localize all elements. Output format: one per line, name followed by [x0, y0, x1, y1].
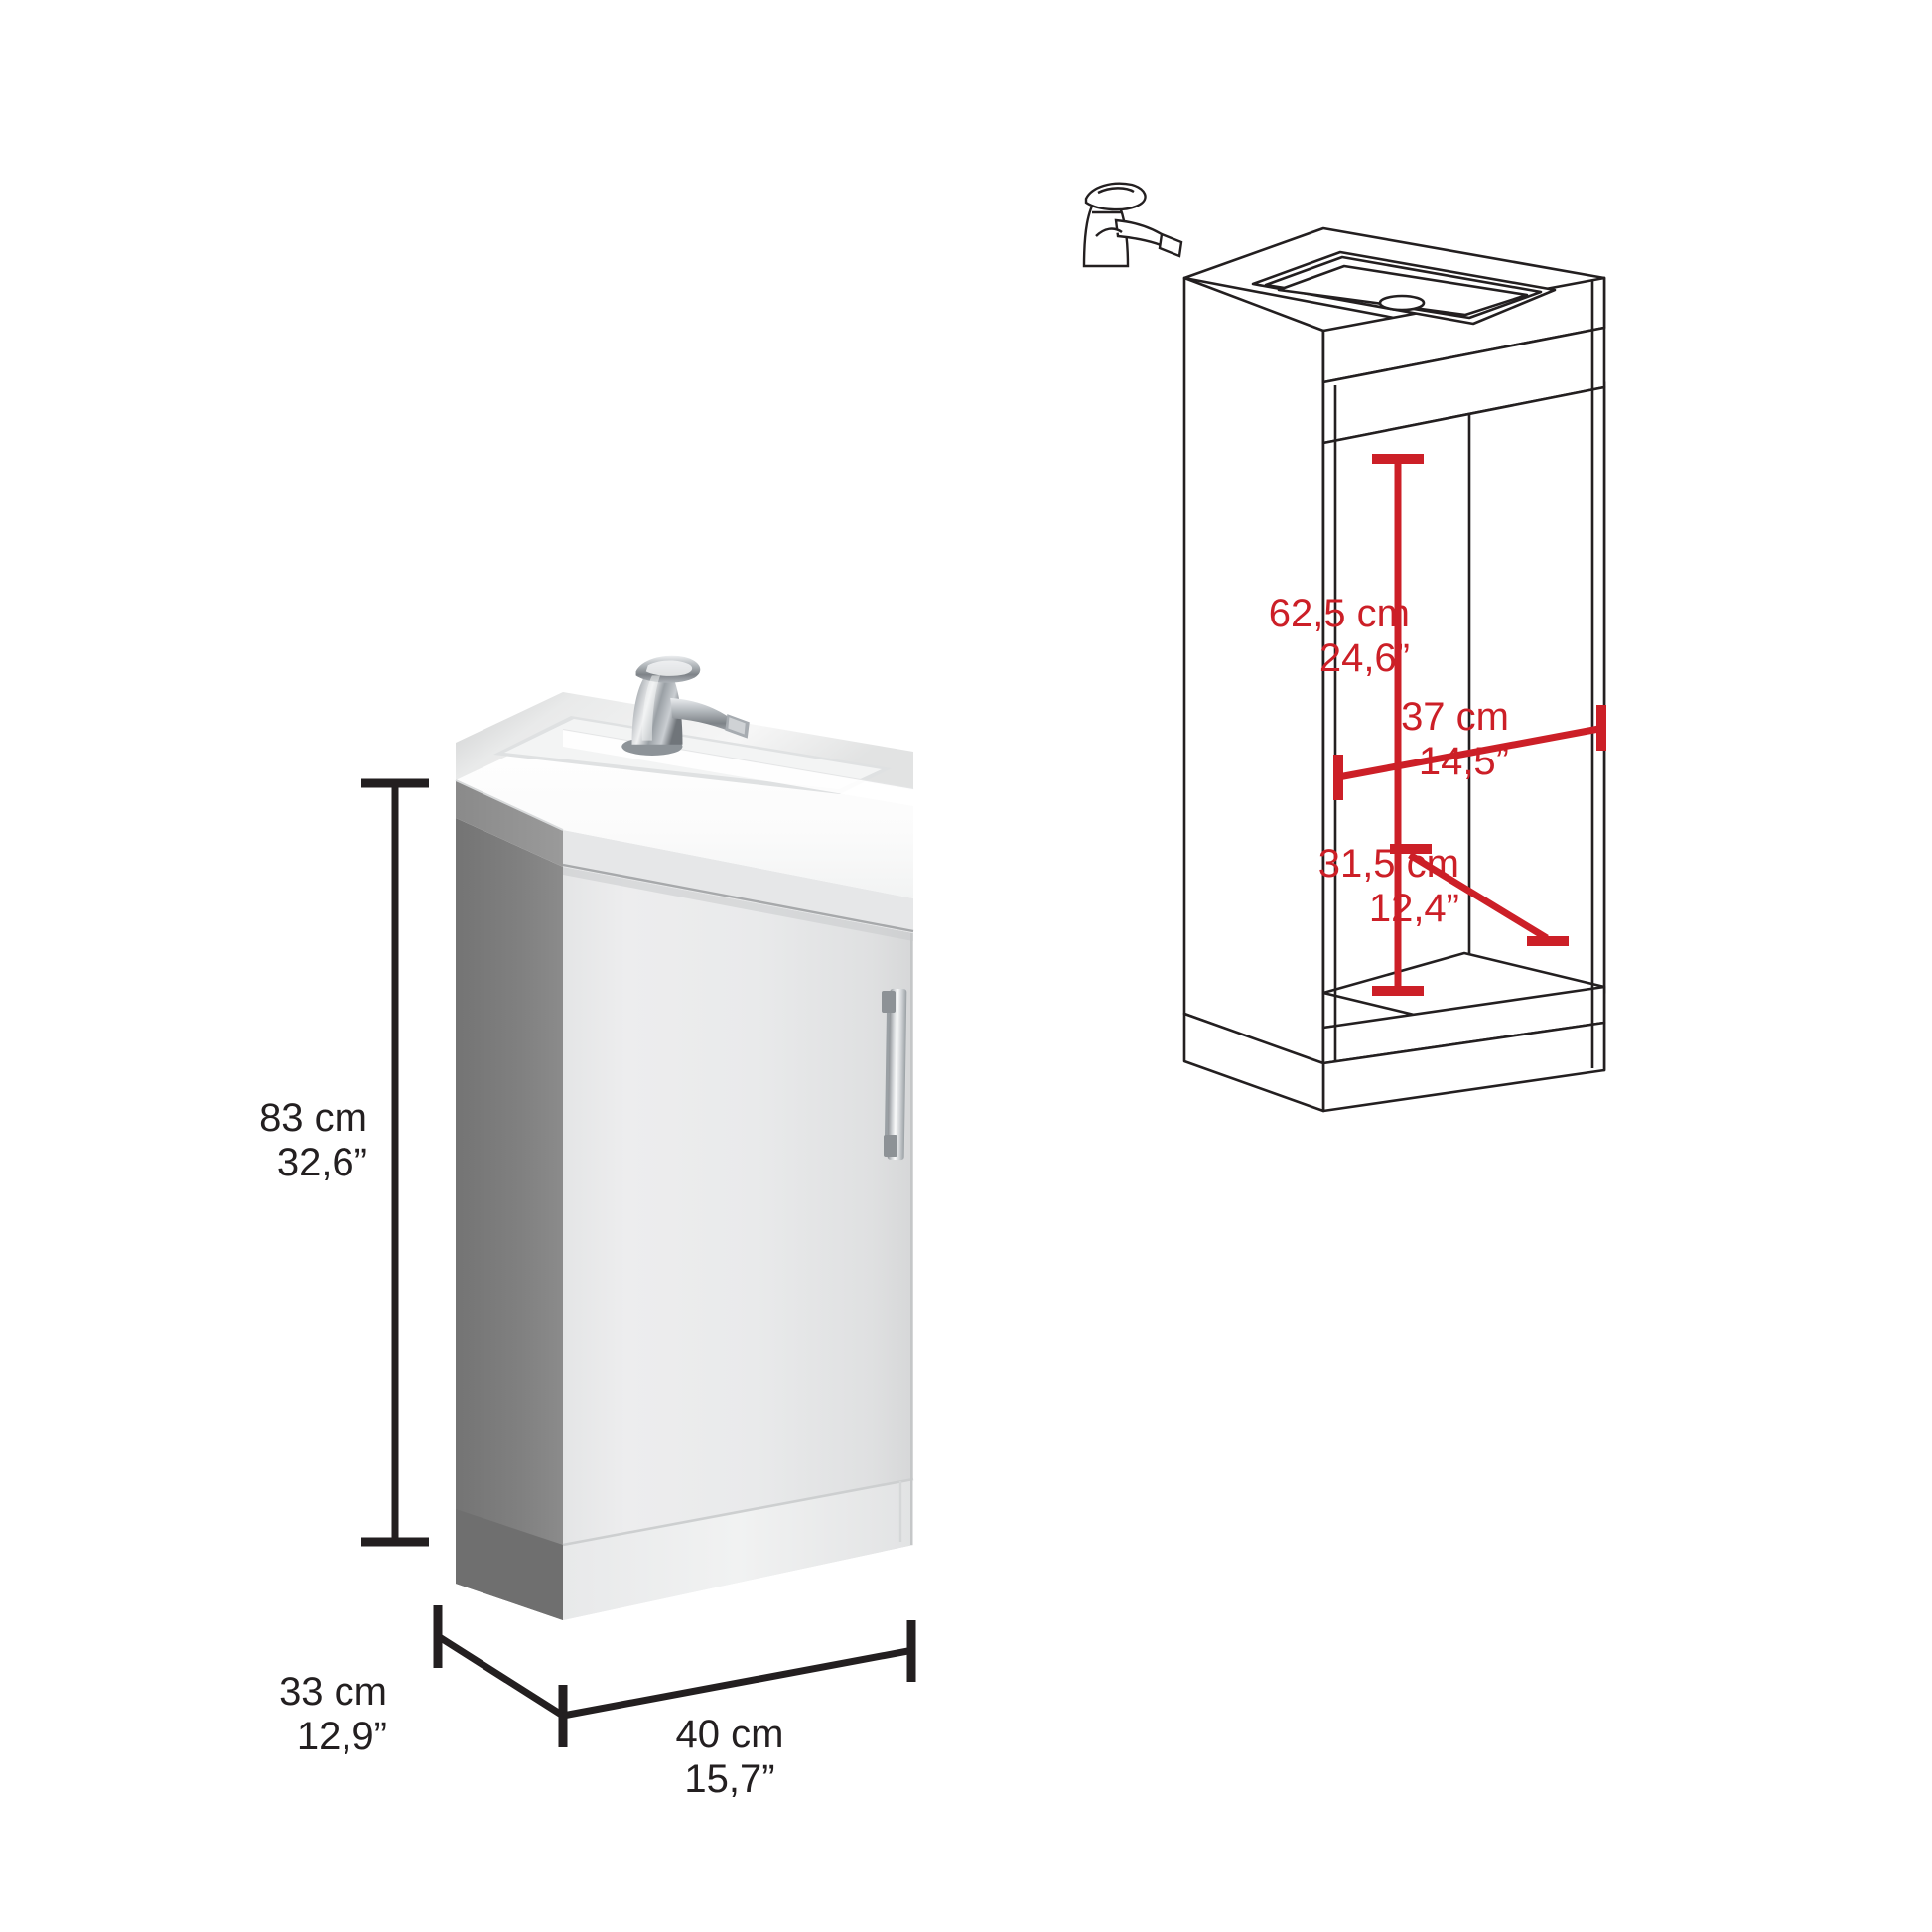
door-gap-line — [562, 863, 914, 933]
cabinet-apron-band — [563, 830, 913, 933]
wf-drain-hole — [1378, 294, 1426, 312]
faucet-spout — [670, 697, 738, 735]
depth-dim-cm: 33 cm — [279, 1670, 387, 1714]
handle-standoff-bottom — [884, 1135, 897, 1157]
handle-standoff-top — [882, 991, 896, 1013]
inner-height-inch: 24,6” — [1318, 636, 1410, 681]
interior-callout-lines — [1333, 454, 1606, 996]
cabinet-plinth-side — [456, 1509, 563, 1620]
wf-faucet — [1082, 182, 1183, 268]
door-top-shadow — [563, 867, 913, 941]
inner-depth-cm: 31,5 cm — [1317, 842, 1459, 886]
width-dim-cm: 40 cm — [675, 1713, 784, 1756]
wireframe-cabinet — [1182, 226, 1606, 1113]
cabinet-door-handle — [882, 988, 907, 1161]
height-dim-cm: 83 cm — [259, 1096, 367, 1140]
handle-bar — [887, 988, 907, 1161]
cabinet-side-panel-top-band — [456, 780, 563, 867]
exterior-dimension-lines — [361, 778, 916, 1747]
inner-depth-inch: 12,4” — [1368, 887, 1459, 931]
cabinet-plinth-front — [563, 1479, 913, 1620]
vanity-cabinet-photo — [455, 692, 914, 1620]
inner-width-cm: 37 cm — [1401, 695, 1509, 739]
plinth-top-line — [562, 1477, 914, 1547]
depth-dim-inch: 12,9” — [296, 1715, 387, 1759]
cabinet-door-front — [563, 867, 913, 1620]
inner-width-line — [1337, 724, 1605, 781]
depth-dim-line — [436, 1633, 565, 1719]
width-dim-line — [562, 1646, 914, 1720]
inner-height-cm: 62,5 cm — [1268, 592, 1410, 635]
width-dim-inch: 15,7” — [684, 1757, 775, 1802]
inner-width-inch: 14,5” — [1418, 740, 1509, 784]
inner-depth-line — [1408, 852, 1549, 941]
cabinet-side-panel — [456, 818, 563, 1620]
wf-plinth-side — [1182, 1012, 1325, 1113]
height-dim-inch: 32,6” — [276, 1141, 367, 1185]
faucet-chrome-photo — [621, 655, 750, 756]
